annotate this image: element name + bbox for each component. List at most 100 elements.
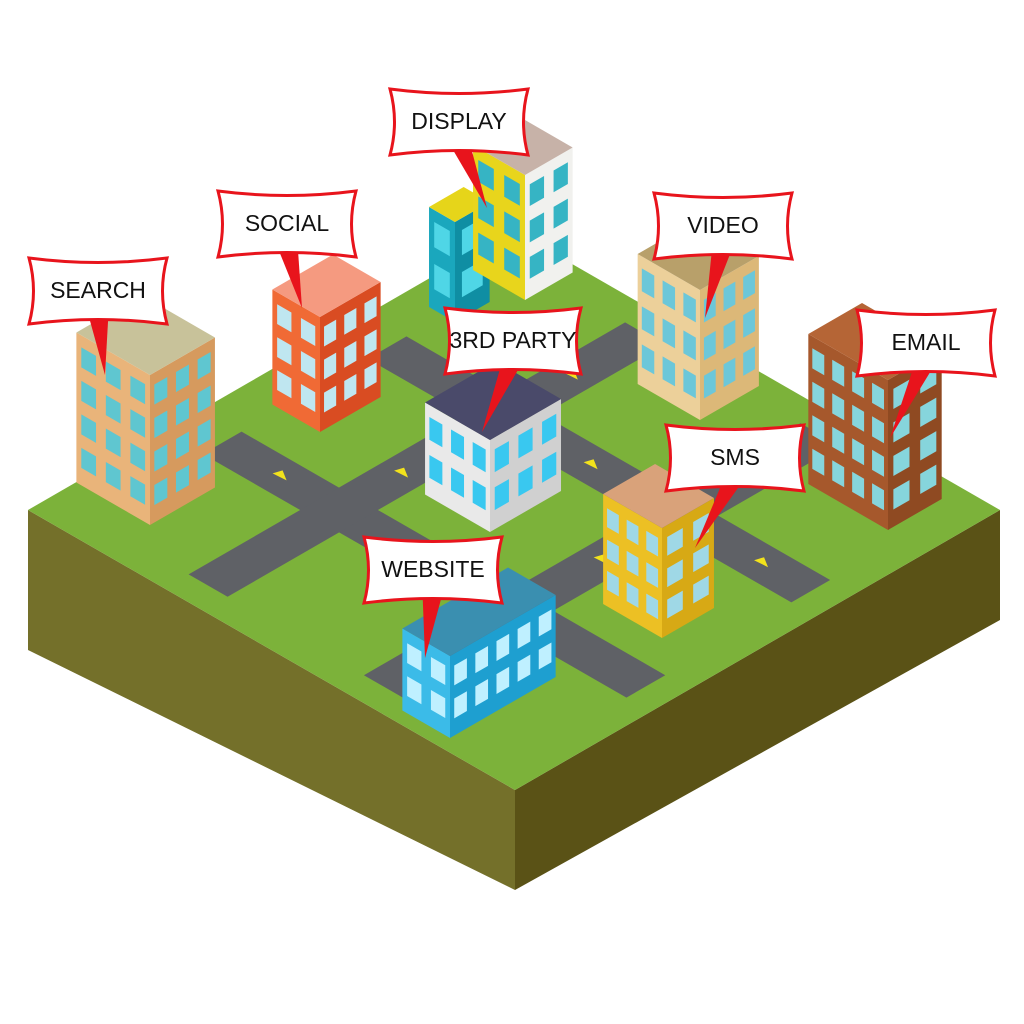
building-email-window (832, 460, 845, 488)
building-search-window (130, 442, 146, 472)
building-sms-window (646, 562, 659, 588)
building-search-window (154, 477, 168, 506)
building-display-window (529, 248, 545, 279)
building-email-window (872, 483, 885, 511)
callout-box (361, 535, 505, 605)
building-third-party-window (518, 427, 533, 459)
building-sms-window (667, 559, 683, 588)
callout-social: SOCIAL (215, 189, 359, 308)
building-third-party-window (429, 417, 443, 448)
building-website-window (407, 676, 422, 705)
building-third-party-window (472, 442, 486, 473)
callout-pointer (890, 373, 930, 438)
building-search-window (105, 428, 121, 458)
callout-sms-label: SMS (710, 444, 760, 470)
buildings (76, 117, 942, 738)
callout-search-label: SEARCH (50, 277, 146, 303)
building-search-window (130, 409, 146, 438)
building-display-window (478, 196, 494, 228)
building-sms-window (607, 508, 619, 534)
building-search-window (154, 410, 168, 439)
building-website-window (475, 646, 489, 674)
building-email-window (920, 464, 937, 494)
callout-box (651, 191, 795, 261)
building-website-window (538, 609, 552, 637)
callout-pointer (695, 488, 738, 548)
callout-website: WEBSITE (361, 535, 505, 658)
building-search-window (154, 444, 168, 472)
building-display-window (529, 176, 545, 207)
road-arrow-marking (583, 459, 598, 470)
building-video-window (641, 344, 655, 375)
building-social-window (300, 318, 316, 347)
building-video-window (683, 330, 696, 361)
building-website-window (407, 643, 422, 672)
building-social-window (364, 296, 377, 324)
building-email-window (872, 382, 885, 410)
callout-website-label: WEBSITE (381, 556, 485, 582)
building-email-window (852, 471, 865, 499)
building-email-window (852, 438, 865, 466)
callout-display: DISPLAY (387, 87, 531, 208)
building-search-window (197, 385, 211, 414)
building-sms-window (607, 539, 619, 566)
callout-box (387, 87, 531, 157)
callout-pointer (454, 152, 487, 208)
building-video-window (641, 306, 655, 337)
building-search-window (105, 395, 121, 424)
building-sms-window (646, 593, 659, 620)
building-video-window (683, 368, 696, 399)
road-arrow-marking (394, 467, 409, 478)
building-social-window (300, 384, 316, 413)
building-video-window (743, 270, 755, 300)
building-email-window (920, 397, 937, 427)
building-display-window (529, 212, 545, 243)
building-video-window (743, 346, 755, 376)
building-sms-window (693, 544, 709, 573)
building-third-party-window (542, 413, 557, 445)
building-email-window (852, 371, 865, 399)
building-display-window (478, 160, 494, 191)
building-email-window (920, 431, 937, 461)
building-social (272, 254, 381, 432)
building-sms-window (626, 582, 639, 608)
building-sms-window (607, 570, 619, 597)
building-email-window (872, 416, 885, 444)
building-website-window (454, 658, 467, 686)
building-website-window (475, 679, 489, 707)
building-third-party-window (451, 467, 465, 498)
building-social-window (344, 341, 357, 368)
building-search-window (197, 352, 211, 380)
building-third-party-window (451, 429, 465, 460)
building-email-window (832, 393, 845, 421)
building-social-window (277, 337, 292, 366)
ground-right-side (515, 510, 1000, 890)
building-search-window (81, 380, 97, 410)
building-search-window (197, 452, 211, 481)
building-email-window (893, 446, 910, 476)
building-sms-window (667, 528, 683, 556)
callout-box (854, 308, 998, 378)
callout-display-label: DISPLAY (411, 108, 506, 134)
building-social-window (364, 329, 377, 357)
building-video-window (723, 319, 736, 350)
building-email-window (812, 415, 825, 443)
building-email-window (812, 348, 825, 376)
callout-third-party-label: 3RD PARTY (450, 327, 577, 353)
building-website-window (496, 633, 510, 661)
callout-box (215, 189, 359, 259)
building-third-party-window (429, 455, 443, 486)
building-display-window (553, 198, 568, 229)
building-website-window (496, 666, 510, 694)
ground-left-side (28, 510, 515, 890)
building-video (637, 220, 759, 420)
building-website (402, 567, 556, 738)
building-third-party-window (518, 465, 533, 497)
building-social-window (344, 308, 357, 335)
building-search-window (175, 465, 189, 493)
callout-box (442, 306, 584, 376)
building-email-window (893, 480, 910, 510)
building-email-window (812, 381, 825, 409)
